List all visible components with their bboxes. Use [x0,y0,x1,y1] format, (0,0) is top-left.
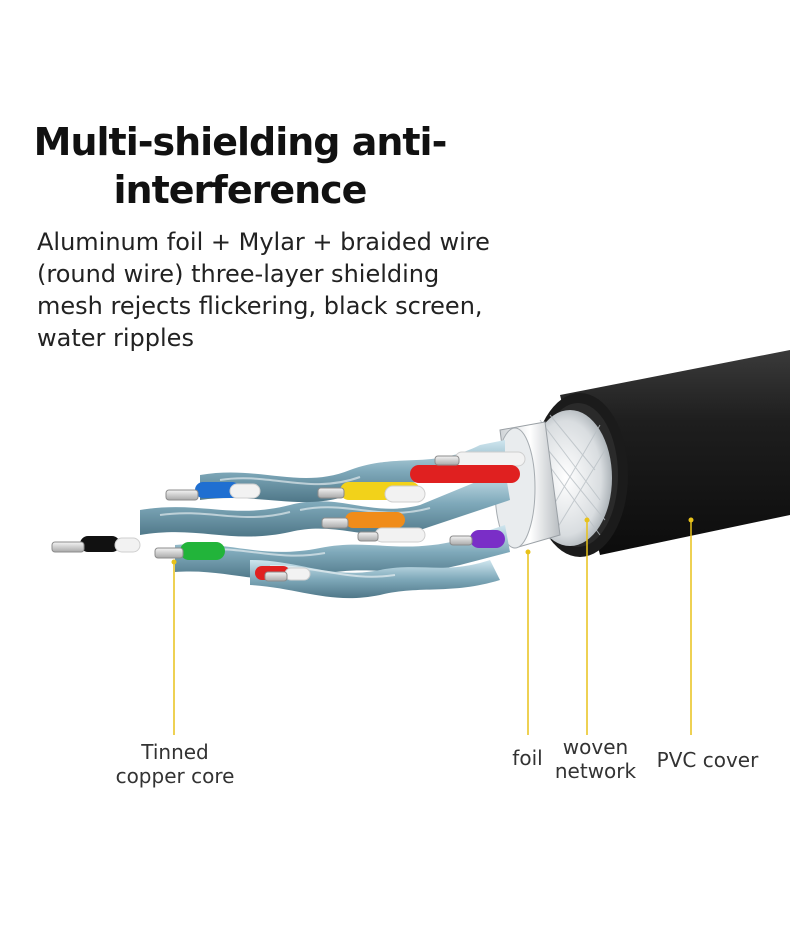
callout-woven-line-2: network [554,759,637,783]
description: Aluminum foil + Mylar + braided wire (ro… [37,226,517,354]
callout-woven-network: woven network [548,735,643,783]
callout-tinned-copper-core: Tinned copper core [100,740,250,788]
description-line-1: Aluminum foil + Mylar + braided wire [37,228,490,256]
tinned-copper-cores [51,455,473,582]
description-line-3: mesh rejects flickering, black screen, [37,292,483,320]
headline-line-2: interference [113,168,368,212]
callout-foil: foil [505,746,550,770]
callout-dots [171,517,694,565]
headline-line-1: Multi-shielding anti- [33,120,448,164]
insulated-wires [80,451,526,581]
callout-lines [173,520,692,735]
callout-tinned-line-1: Tinned [141,740,209,764]
headline: Multi-shielding anti- interference [30,118,450,214]
description-line-4: water ripples [37,324,194,352]
twisted-pair-shields [140,440,510,599]
callout-pvc-text: PVC cover [656,748,759,772]
callout-tinned-line-2: copper core [115,764,235,788]
description-line-2: (round wire) three-layer shielding [37,260,440,288]
callout-foil-text: foil [512,746,543,770]
callout-woven-line-1: woven [562,735,629,759]
callout-pvc-cover: PVC cover [650,748,765,772]
